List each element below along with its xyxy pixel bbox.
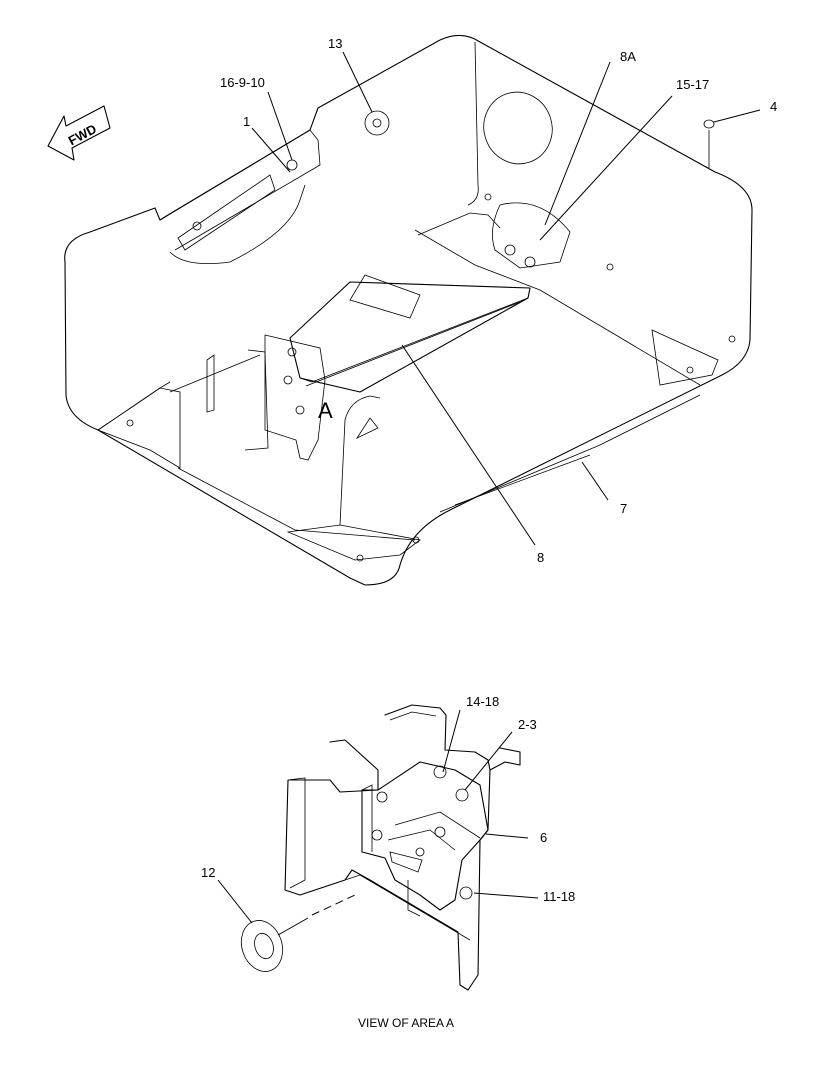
callout-12: 12: [201, 865, 215, 880]
callout-4: 4: [770, 99, 777, 114]
callout-13: 13: [328, 36, 342, 51]
callout-11-18: 11-18: [543, 889, 575, 904]
fwd-label: FWD: [66, 121, 99, 148]
cab-assembly-view: FWD A 13 16-9-10 1 8A 15-17 4 7 8: [47, 34, 777, 586]
area-a-marker: A: [318, 398, 333, 423]
callout-8: 8: [537, 550, 544, 565]
callout-14-18: 14-18: [466, 694, 499, 709]
callout-6: 6: [540, 830, 547, 845]
area-a-detail-view: 14-18 2-3 6 11-18 12 VIEW OF AREA A: [201, 694, 575, 1030]
callout-2-3: 2-3: [518, 717, 537, 732]
callout-15-17: 15-17: [676, 77, 709, 92]
forward-direction-arrow: FWD: [47, 105, 111, 161]
callout-1: 1: [243, 114, 250, 129]
callout-16-9-10: 16-9-10: [220, 75, 265, 90]
detail-caption: VIEW OF AREA A: [358, 1016, 454, 1030]
callout-7: 7: [620, 501, 627, 516]
callout-8a: 8A: [620, 49, 636, 64]
